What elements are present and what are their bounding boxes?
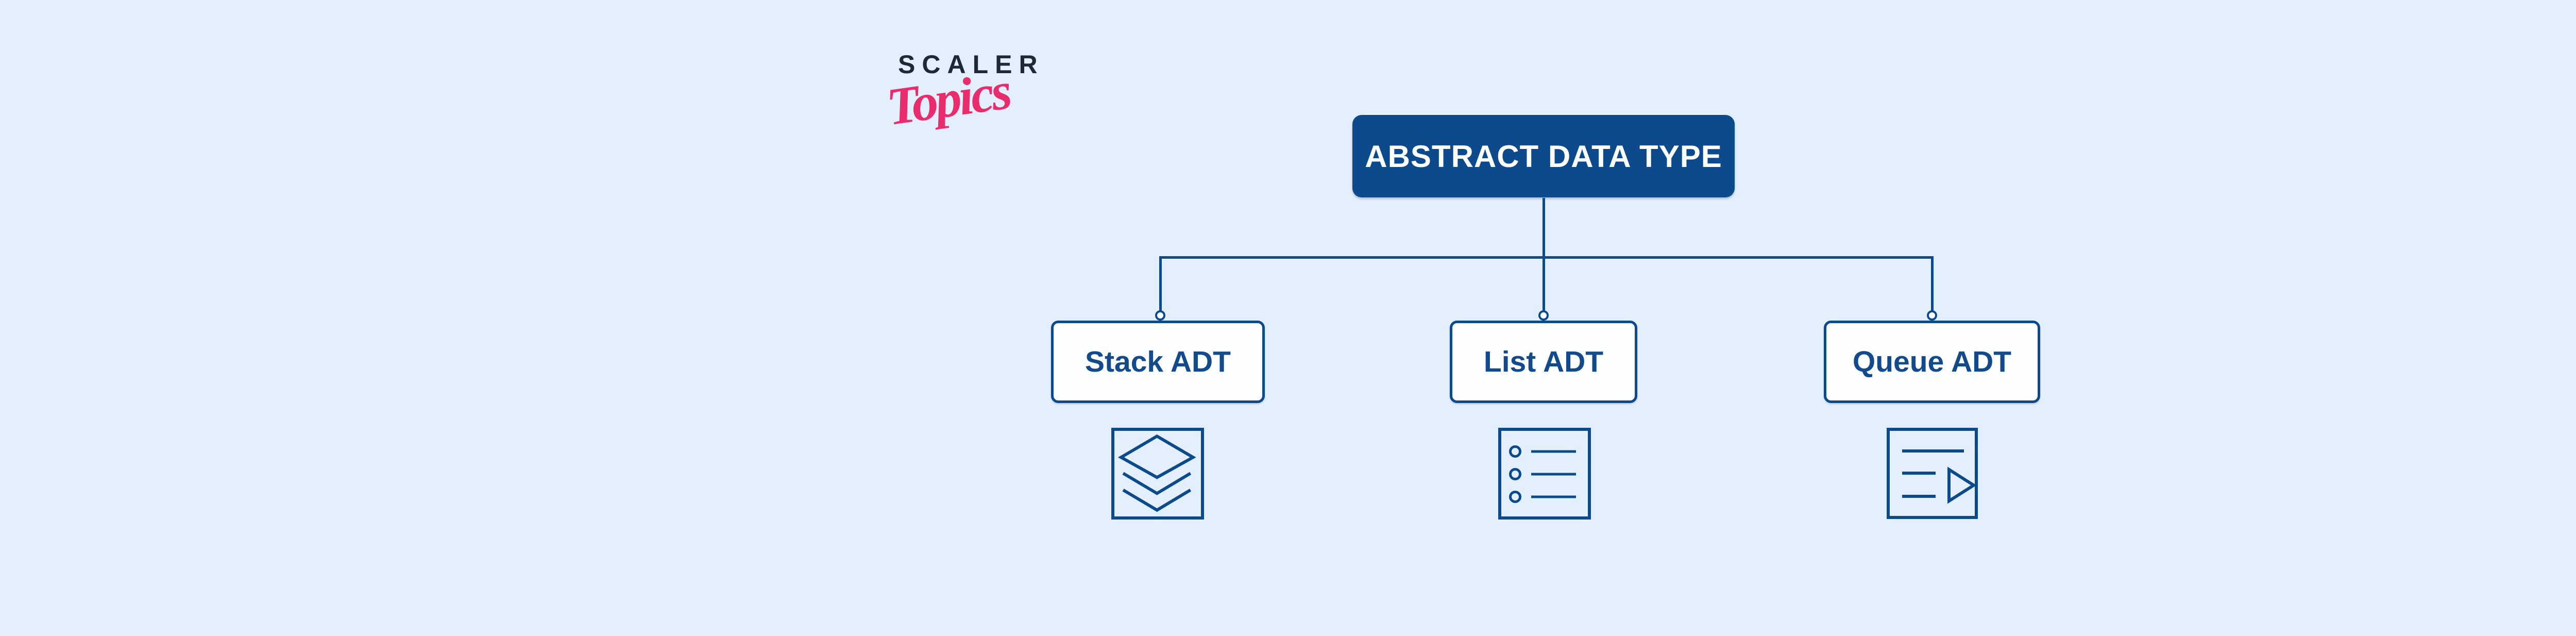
connector-horizontal: [1159, 256, 1934, 259]
connector-root-vertical: [1543, 198, 1545, 258]
connector-stub-list: [1543, 256, 1545, 311]
queue-playlist-icon: [1887, 428, 1978, 519]
queue-adt-label: Queue ADT: [1852, 345, 2012, 378]
connector-joint-circle-stack: [1155, 310, 1165, 321]
root-node-label: ABSTRACT DATA TYPE: [1365, 139, 1722, 174]
connector-joint-circle-list: [1538, 310, 1549, 321]
list-adt-label: List ADT: [1483, 345, 1604, 378]
child-node-queue-adt: Queue ADT: [1824, 321, 2040, 403]
connector-joint-circle-queue: [1927, 310, 1937, 321]
stack-adt-label: Stack ADT: [1085, 345, 1231, 378]
connector-stub-stack: [1159, 256, 1162, 311]
child-node-list-adt: List ADT: [1450, 321, 1637, 403]
scaler-topics-logo: SCALER Topics: [883, 49, 1037, 158]
bulleted-list-icon: [1498, 428, 1591, 520]
connector-stub-queue: [1931, 256, 1934, 311]
logo-brand-text: SCALER: [898, 50, 1044, 79]
stack-layers-icon: [1111, 428, 1204, 520]
child-node-stack-adt: Stack ADT: [1051, 321, 1265, 403]
root-node-abstract-data-type: ABSTRACT DATA TYPE: [1352, 115, 1735, 197]
